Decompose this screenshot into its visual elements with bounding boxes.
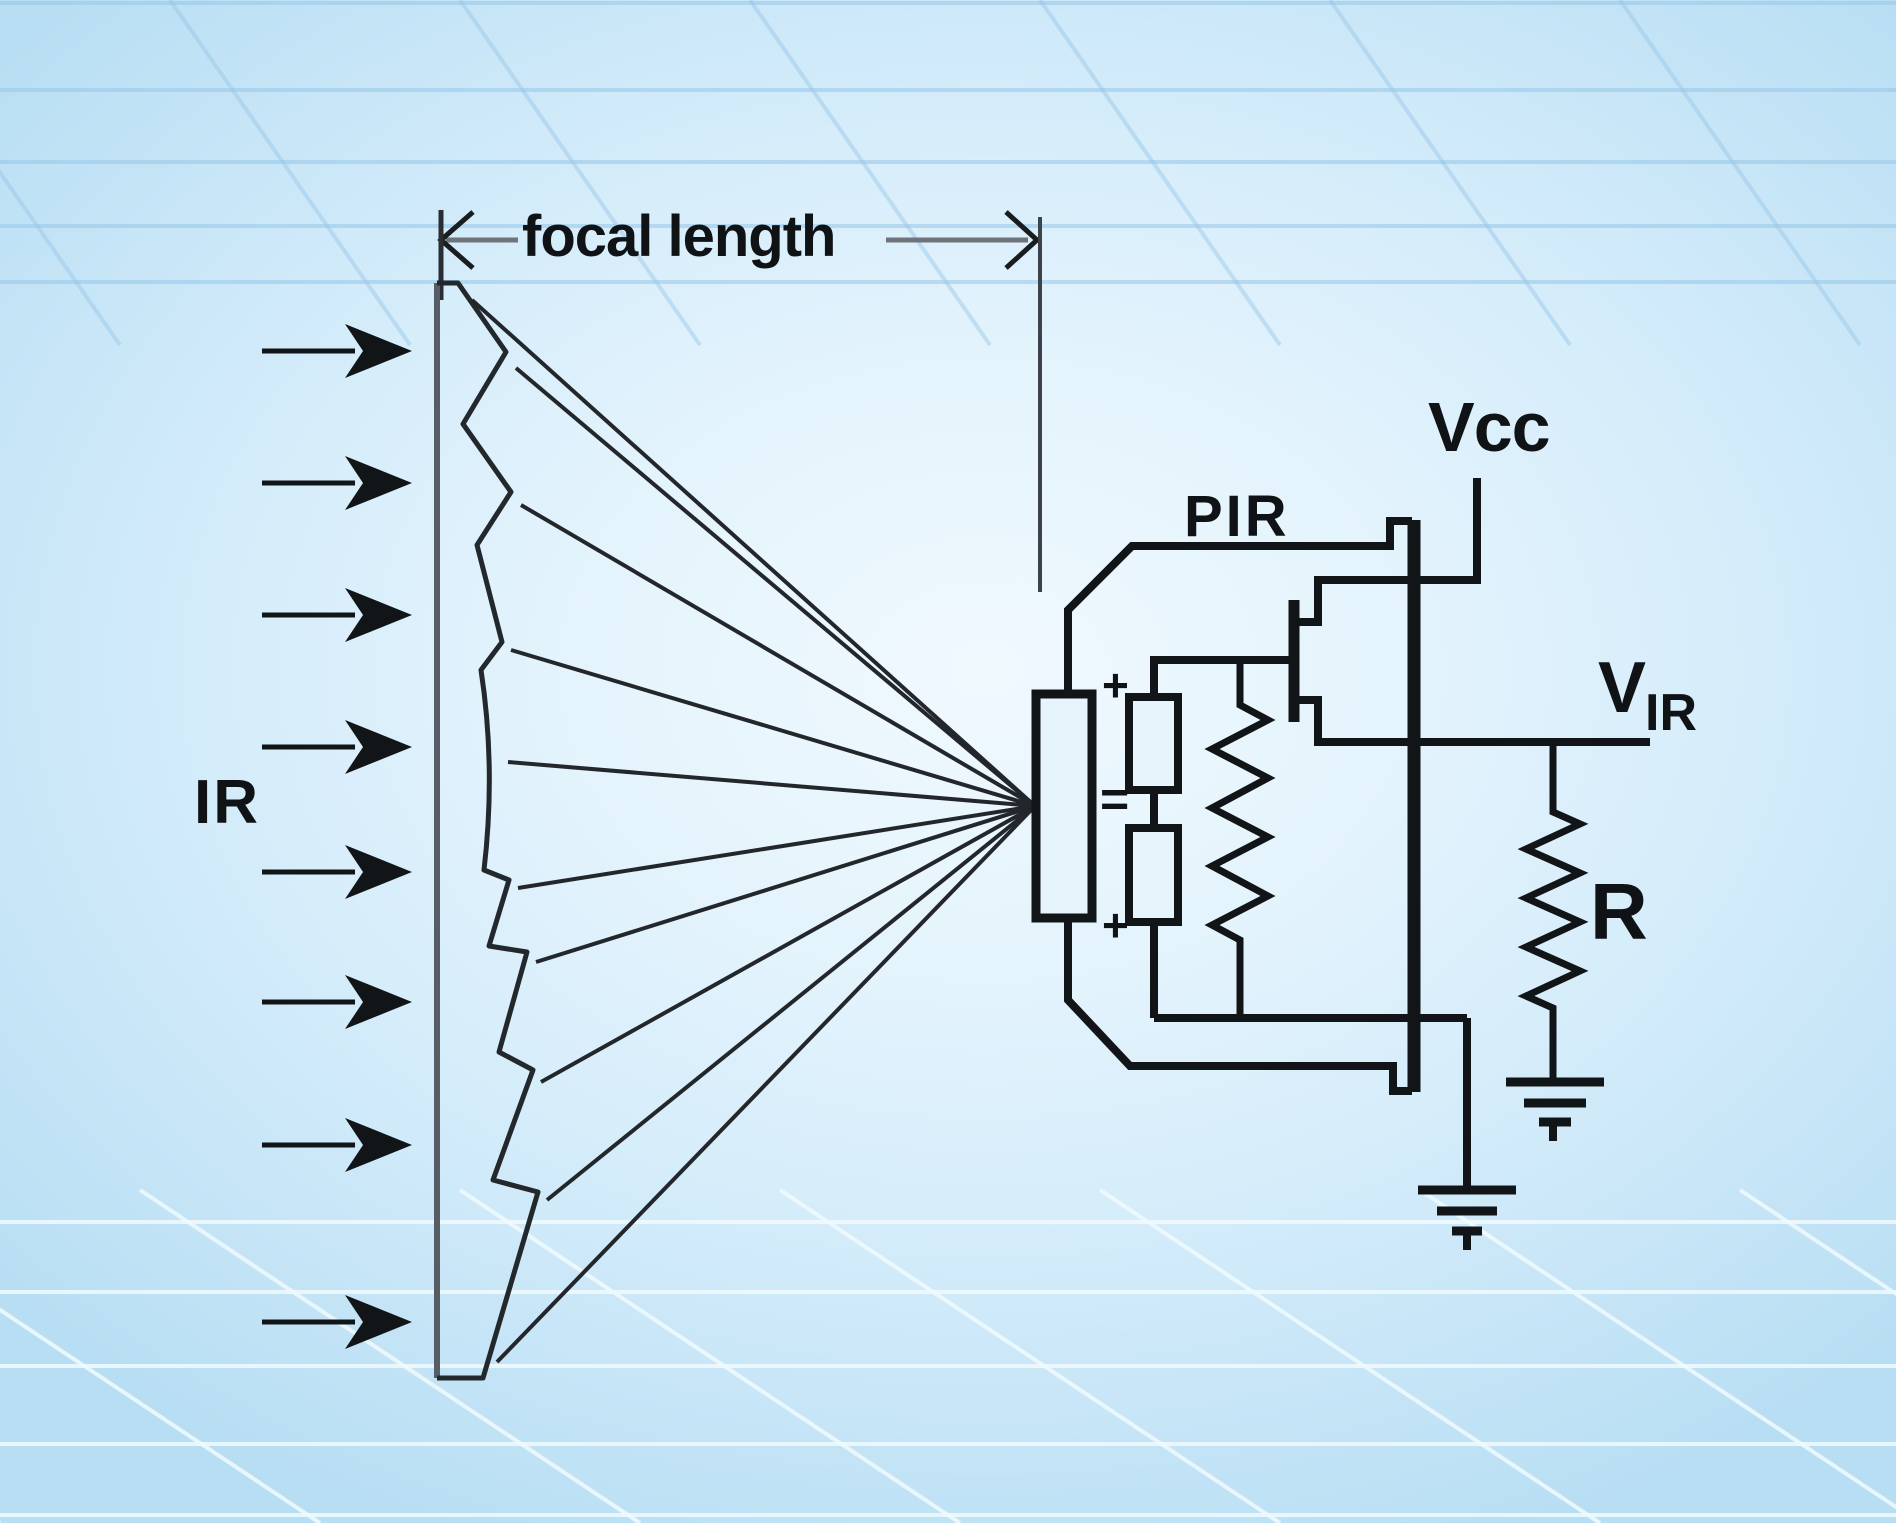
lens-grooved-profile bbox=[437, 280, 541, 1381]
ground-icon bbox=[1418, 1185, 1516, 1250]
right-arrow-icon bbox=[262, 324, 412, 378]
focused-ray-line bbox=[540, 804, 1036, 1084]
element-polarity-minus-pair: = bbox=[1100, 771, 1130, 827]
pyro-element-top bbox=[1125, 693, 1182, 794]
ground-icon bbox=[1506, 1077, 1604, 1141]
fet-source-lead bbox=[1294, 696, 1650, 746]
right-arrow-icon bbox=[262, 845, 412, 899]
output-voltage-label: VIR bbox=[1598, 652, 1697, 739]
grid-floor-slants bbox=[0, 1188, 1896, 1523]
fresnel-lens bbox=[434, 280, 541, 1381]
internal-resistor-icon bbox=[1204, 660, 1276, 1018]
external-circuit bbox=[1418, 742, 1604, 1250]
element-polarity-plus-bottom: + bbox=[1102, 899, 1129, 951]
grid-ceiling-horizontals bbox=[0, 1, 1896, 284]
focused-ray-line bbox=[519, 503, 1037, 808]
load-resistor-label: R bbox=[1590, 867, 1648, 956]
right-arrow-icon bbox=[262, 1118, 412, 1172]
load-resistor-icon bbox=[1517, 742, 1589, 1080]
grid-floor-horizontals bbox=[0, 1220, 1896, 1517]
pyro-element-bottom bbox=[1125, 824, 1182, 926]
right-arrow-icon bbox=[262, 588, 412, 642]
right-arrow-icon bbox=[262, 975, 412, 1029]
right-arrow-icon bbox=[262, 1295, 412, 1349]
fet-drain-lead bbox=[1294, 478, 1481, 626]
ir-window bbox=[1031, 689, 1097, 923]
pir-package bbox=[1031, 478, 1650, 1095]
focused-ray-line bbox=[495, 804, 1037, 1364]
focused-ray-line bbox=[514, 366, 1037, 808]
pir-sensor-label: PIR bbox=[1184, 484, 1290, 549]
ir-source-label: IR bbox=[194, 768, 260, 837]
element-polarity-plus-top: + bbox=[1102, 659, 1129, 711]
output-voltage-subscript: IR bbox=[1645, 684, 1698, 742]
focused-ray-line bbox=[470, 298, 1037, 808]
dimension-right-arrowhead-icon bbox=[1004, 210, 1041, 270]
vcc-label: Vcc bbox=[1428, 388, 1551, 466]
focused-ray-line bbox=[507, 760, 1036, 808]
focused-ray-line bbox=[510, 648, 1036, 808]
element-series-wires bbox=[1150, 790, 1467, 1022]
focused-ray-line bbox=[545, 804, 1037, 1202]
right-arrow-icon bbox=[262, 456, 412, 510]
incoming-ir-arrows bbox=[262, 324, 412, 1349]
output-voltage-symbol: V bbox=[1598, 648, 1646, 728]
focused-ray-line bbox=[535, 804, 1036, 964]
grid-ceiling-slants bbox=[0, 0, 1862, 347]
gate-wire bbox=[1150, 656, 1294, 697]
focused-ir-rays bbox=[470, 298, 1037, 1364]
focal-length-label: focal length bbox=[522, 204, 836, 269]
focused-ray-line bbox=[517, 804, 1036, 890]
right-arrow-icon bbox=[262, 720, 412, 774]
